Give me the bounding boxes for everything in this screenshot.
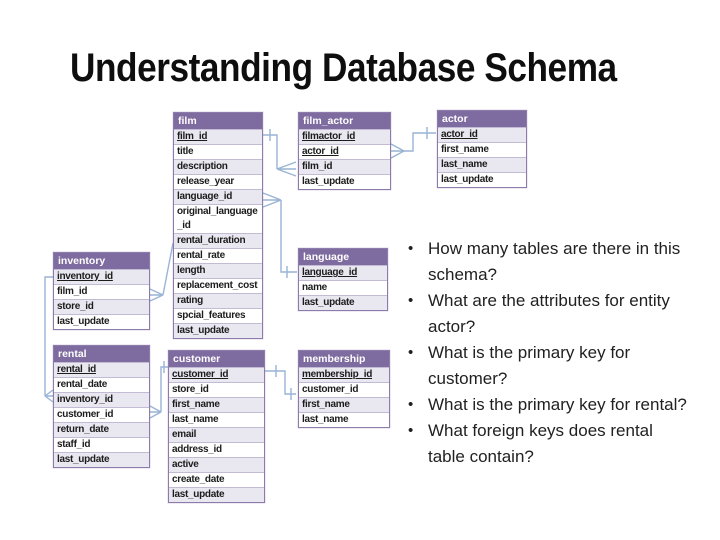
field-row-actor_id: actor_id <box>299 144 390 159</box>
field-row-customer_id: customer_id <box>299 382 389 397</box>
field-row-last_update: last_update <box>299 295 387 310</box>
field-row-last_name: last_name <box>169 412 264 427</box>
field-row-language_id: language_id <box>299 265 387 280</box>
field-row-language_id: language_id <box>174 189 262 204</box>
question-item: How many tables are there in this schema… <box>402 236 690 288</box>
field-row-replacement_cost: replacement_cost <box>174 278 262 293</box>
field-row-rental_duration: rental_duration <box>174 233 262 248</box>
field-row-staff_id: staff_id <box>54 437 149 452</box>
questions-list: How many tables are there in this schema… <box>402 236 702 470</box>
connector-film-language <box>262 192 297 278</box>
field-row-rental_date: rental_date <box>54 377 149 392</box>
field-row-rental_id: rental_id <box>54 362 149 377</box>
field-row-address_id: address_id <box>169 442 264 457</box>
field-row-last_name: last_name <box>438 157 526 172</box>
field-row-filmactor_id: filmactor_id <box>299 129 390 144</box>
field-row-first_name: first_name <box>169 397 264 412</box>
table-header-customer: customer <box>169 351 264 367</box>
field-row-film_id: film_id <box>299 159 390 174</box>
field-row-store_id: store_id <box>169 382 264 397</box>
connector-rental-inventory <box>44 276 54 403</box>
question-item: What foreign keys does rental table cont… <box>402 418 690 470</box>
field-row-return_date: return_date <box>54 422 149 437</box>
field-row-inventory_id: inventory_id <box>54 269 149 284</box>
field-row-actor_id: actor_id <box>438 127 526 142</box>
field-row-film_id: film_id <box>174 129 262 144</box>
field-row-spcial_features: spcial_features <box>174 308 262 323</box>
field-row-last_update: last_update <box>169 487 264 502</box>
connector-inventory-film <box>149 242 174 302</box>
field-row-release_year: release_year <box>174 174 262 189</box>
field-row-name: name <box>299 280 387 295</box>
field-row-original_language_id: original_language _id <box>174 204 262 233</box>
field-row-first_name: first_name <box>438 142 526 157</box>
field-row-last_name: last_name <box>299 412 389 427</box>
field-row-customer_id: customer_id <box>54 407 149 422</box>
field-row-last_update: last_update <box>174 323 262 338</box>
field-row-store_id: store_id <box>54 299 149 314</box>
field-row-length: length <box>174 263 262 278</box>
table-header-film_actor: film_actor <box>299 113 390 129</box>
field-row-description: description <box>174 159 262 174</box>
field-row-membership_id: membership_id <box>299 367 389 382</box>
connector-film-film_actor <box>263 129 297 177</box>
field-row-active: active <box>169 457 264 472</box>
table-header-rental: rental <box>54 346 149 362</box>
connector-customer-membership <box>265 365 296 400</box>
field-row-last_update: last_update <box>54 452 149 467</box>
field-row-title: title <box>174 144 262 159</box>
connector-rental-customer <box>149 361 168 419</box>
question-item: What are the attributes for entity actor… <box>402 288 690 340</box>
field-row-create_date: create_date <box>169 472 264 487</box>
table-header-inventory: inventory <box>54 253 149 269</box>
field-row-rental_rate: rental_rate <box>174 248 262 263</box>
field-row-first_name: first_name <box>299 397 389 412</box>
field-row-rating: rating <box>174 293 262 308</box>
field-row-email: email <box>169 427 264 442</box>
field-row-last_update: last_update <box>299 174 390 189</box>
question-item: What is the primary key for customer? <box>402 340 690 392</box>
table-header-film: film <box>174 113 262 129</box>
connector-film_actor-actor <box>390 127 436 159</box>
question-item: What is the primary key for rental? <box>402 392 690 418</box>
field-row-last_update: last_update <box>54 314 149 329</box>
table-header-actor: actor <box>438 111 526 127</box>
field-row-film_id: film_id <box>54 284 149 299</box>
field-row-inventory_id: inventory_id <box>54 392 149 407</box>
slide-title: Understanding Database Schema <box>70 46 617 90</box>
field-row-last_update: last_update <box>438 172 526 187</box>
table-header-membership: membership <box>299 351 389 367</box>
table-header-language: language <box>299 249 387 265</box>
field-row-customer_id: customer_id <box>169 367 264 382</box>
